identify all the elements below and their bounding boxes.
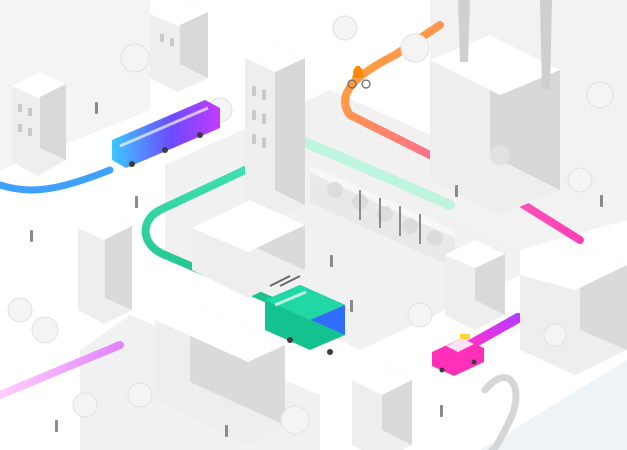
route-pink-left	[0, 341, 124, 399]
tram	[112, 100, 220, 168]
building-top-left	[12, 72, 66, 176]
route-green-center	[141, 166, 274, 304]
route-blue-left	[0, 166, 114, 194]
cyclist	[347, 66, 371, 89]
tower-center	[245, 44, 305, 220]
route-green-bridge-gradient	[295, 135, 455, 210]
sculpture	[481, 374, 520, 450]
building-left-mid	[78, 214, 132, 324]
trees	[7, 15, 614, 435]
water-area	[480, 360, 627, 450]
trolleybus	[265, 275, 345, 355]
building-right-mid	[445, 240, 505, 330]
street-poles	[359, 190, 421, 244]
people	[30, 102, 603, 437]
building-top-left-2	[150, 0, 208, 92]
bridge-arches	[310, 165, 455, 268]
route-taxi-trail	[465, 313, 523, 350]
cathedral	[430, 0, 560, 215]
building-bottom-center	[155, 302, 285, 445]
taxi	[432, 334, 484, 376]
building-bottom-right	[352, 365, 412, 450]
base-block-center	[192, 200, 305, 298]
